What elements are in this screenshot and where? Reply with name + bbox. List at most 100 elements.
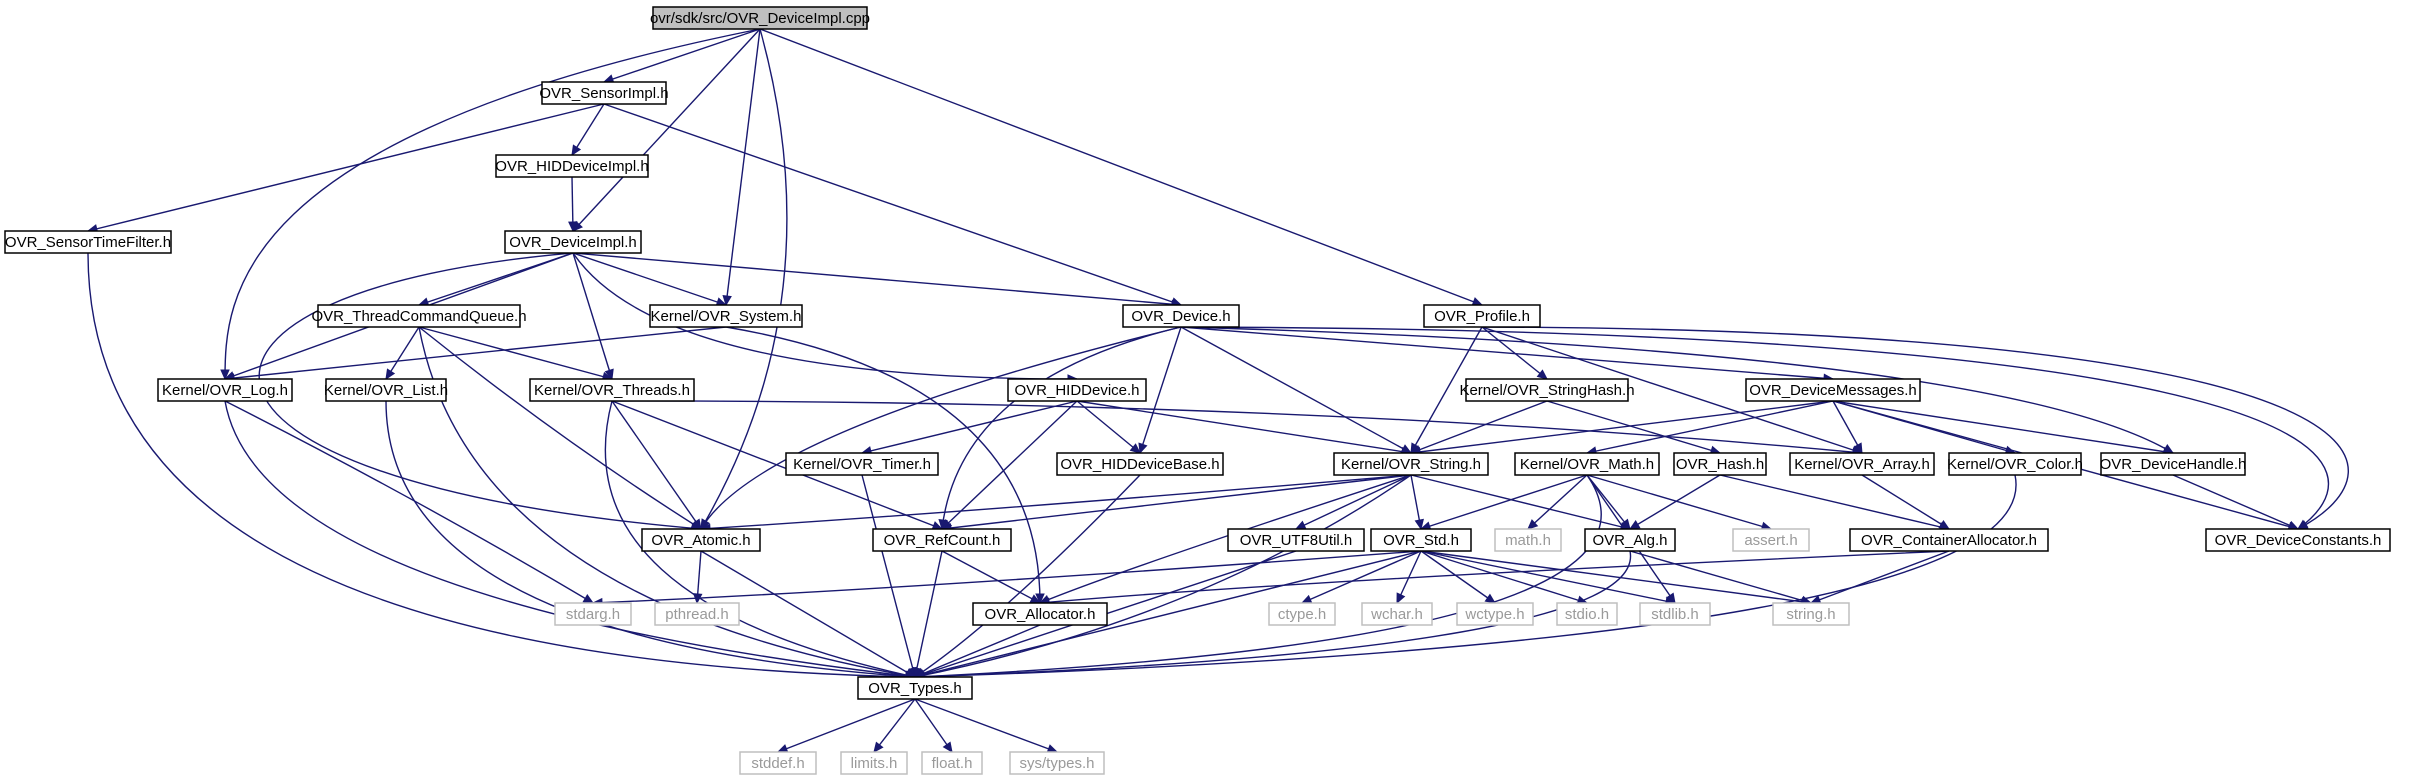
arrowhead-profile-to-stringhash (1536, 369, 1548, 380)
node-box-allocator (972, 602, 1108, 626)
node-label-log: Kernel/OVR_Log.h (162, 382, 288, 399)
node-label-deviceconstants: OVR_DeviceConstants.h (2215, 532, 2382, 549)
edge-std-to-stdarg (592, 550, 1422, 604)
node-containerallocator[interactable]: OVR_ContainerAllocator.h (1849, 528, 2049, 552)
node-pthread[interactable]: pthread.h (654, 602, 740, 626)
node-hiddevicebase[interactable]: OVR_HIDDeviceBase.h (1056, 452, 1224, 476)
node-sensortimefilter[interactable]: OVR_SensorTimeFilter.h (4, 230, 172, 254)
node-log[interactable]: Kernel/OVR_Log.h (157, 378, 293, 402)
node-list[interactable]: Kernel/OVR_List.h (324, 378, 448, 402)
node-box-system (649, 304, 803, 328)
node-stdlib[interactable]: stdlib.h (1639, 602, 1711, 626)
edge-system-to-allocator (725, 326, 1041, 604)
edge-std-to-stdio (1420, 550, 1588, 604)
node-label-wctype: wctype.h (1464, 606, 1524, 623)
edge-std-to-ctype (1301, 550, 1422, 604)
node-color[interactable]: Kernel/OVR_Color.h (1947, 452, 2083, 476)
node-timer[interactable]: Kernel/OVR_Timer.h (785, 452, 939, 476)
node-box-wctype (1456, 602, 1534, 626)
edge-refcount-to-types (914, 550, 943, 678)
node-mathh[interactable]: math.h (1494, 528, 1562, 552)
node-threads[interactable]: Kernel/OVR_Threads.h (529, 378, 695, 402)
node-stringhash[interactable]: Kernel/OVR_StringHash.h (1459, 378, 1635, 402)
node-limits[interactable]: limits.h (840, 751, 908, 775)
edge-alg-to-stringh (1629, 550, 1812, 604)
edge-root-to-profile (759, 28, 1483, 306)
arrowhead-devicehandle-to-deviceconstants (2287, 520, 2300, 530)
arrowhead-std-to-wchar (1396, 592, 1406, 605)
node-float[interactable]: float.h (921, 751, 983, 775)
node-devicehandle[interactable]: OVR_DeviceHandle.h (2100, 452, 2247, 476)
node-label-timer: Kernel/OVR_Timer.h (793, 456, 931, 473)
edge-profile-to-array (1481, 326, 1863, 454)
node-system[interactable]: Kernel/OVR_System.h (649, 304, 803, 328)
node-label-sensortimefilter: OVR_SensorTimeFilter.h (5, 234, 171, 251)
edge-root-to-log (224, 28, 761, 380)
node-deviceimpl[interactable]: OVR_DeviceImpl.h (504, 230, 642, 254)
edge-threads-to-atomic (611, 400, 702, 530)
node-label-deviceimpl: OVR_DeviceImpl.h (509, 234, 637, 251)
node-refcount[interactable]: OVR_RefCount.h (872, 528, 1012, 552)
node-ctype[interactable]: ctype.h (1268, 602, 1336, 626)
edge-root-to-deviceimpl (572, 28, 761, 232)
edge-color-to-types (914, 474, 2017, 678)
node-array[interactable]: Kernel/OVR_Array.h (1789, 452, 1935, 476)
node-label-stringhash: Kernel/OVR_StringHash.h (1459, 382, 1634, 399)
edge-string-to-alg (1410, 474, 1631, 530)
node-assert[interactable]: assert.h (1732, 528, 1810, 552)
arrowhead-math-to-mathh (1527, 519, 1539, 530)
node-threadcommandqueue[interactable]: OVR_ThreadCommandQueue.h (311, 304, 527, 328)
node-string[interactable]: Kernel/OVR_String.h (1333, 452, 1489, 476)
node-label-stringh: string.h (1786, 606, 1835, 623)
node-std[interactable]: OVR_Std.h (1370, 528, 1472, 552)
node-label-sensorimpl: OVR_SensorImpl.h (539, 85, 668, 102)
arrowhead-system-to-allocator (1035, 593, 1045, 605)
node-label-containerallocator: OVR_ContainerAllocator.h (1861, 532, 2037, 549)
node-sensorimpl[interactable]: OVR_SensorImpl.h (539, 81, 669, 105)
node-allocator[interactable]: OVR_Allocator.h (972, 602, 1108, 626)
node-box-stddef (739, 751, 817, 775)
arrowhead-threads-to-atomic (691, 518, 702, 531)
node-deviceconstants[interactable]: OVR_DeviceConstants.h (2205, 528, 2391, 552)
edge-types-to-systypes (914, 698, 1058, 753)
node-utf8util[interactable]: OVR_UTF8Util.h (1227, 528, 1365, 552)
node-label-systypes: sys/types.h (1019, 755, 1094, 772)
node-stdio[interactable]: stdio.h (1556, 602, 1618, 626)
node-profile[interactable]: OVR_Profile.h (1423, 304, 1541, 328)
edge-root-to-system (725, 28, 761, 306)
edge-devicehandle-to-deviceconstants (2172, 474, 2299, 530)
node-root[interactable]: ovr/sdk/src/OVR_DeviceImpl.cpp (650, 6, 870, 30)
edge-sensorimpl-to-sensortimefilter (87, 103, 605, 232)
node-systypes[interactable]: sys/types.h (1009, 751, 1105, 775)
node-alg[interactable]: OVR_Alg.h (1584, 528, 1676, 552)
edge-math-to-mathh (1527, 474, 1588, 530)
node-wchar[interactable]: wchar.h (1361, 602, 1433, 626)
edge-hiddevicebase-to-types (914, 474, 1141, 678)
node-devicemessages[interactable]: OVR_DeviceMessages.h (1745, 378, 1921, 402)
node-stringh[interactable]: string.h (1772, 602, 1850, 626)
edge-threadcommandqueue-to-list (385, 326, 420, 380)
node-box-string (1333, 452, 1489, 476)
node-box-limits (840, 751, 908, 775)
node-device[interactable]: OVR_Device.h (1122, 304, 1240, 328)
node-stdarg[interactable]: stdarg.h (554, 602, 632, 626)
node-label-math: Kernel/OVR_Math.h (1520, 456, 1654, 473)
edge-math-to-alg (1586, 474, 1631, 530)
node-math[interactable]: Kernel/OVR_Math.h (1514, 452, 1660, 476)
node-box-refcount (872, 528, 1012, 552)
edge-deviceimpl-to-hiddevice (572, 252, 1078, 380)
node-wctype[interactable]: wctype.h (1456, 602, 1534, 626)
node-hiddeviceimpl[interactable]: OVR_HIDDeviceImpl.h (495, 154, 649, 178)
node-hash[interactable]: OVR_Hash.h (1673, 452, 1767, 476)
arrowhead-log-to-stdarg (582, 594, 595, 604)
node-types[interactable]: OVR_Types.h (857, 676, 973, 700)
node-hiddevice[interactable]: OVR_HIDDevice.h (1007, 378, 1147, 402)
node-box-hiddeviceimpl (495, 154, 649, 178)
node-atomic[interactable]: OVR_Atomic.h (641, 528, 761, 552)
node-label-devicemessages: OVR_DeviceMessages.h (1749, 382, 1917, 399)
node-label-devicehandle: OVR_DeviceHandle.h (2100, 456, 2247, 473)
edge-std-to-stringh (1420, 550, 1812, 604)
node-stddef[interactable]: stddef.h (739, 751, 817, 775)
arrowhead-string-to-utf8util (1294, 520, 1307, 530)
